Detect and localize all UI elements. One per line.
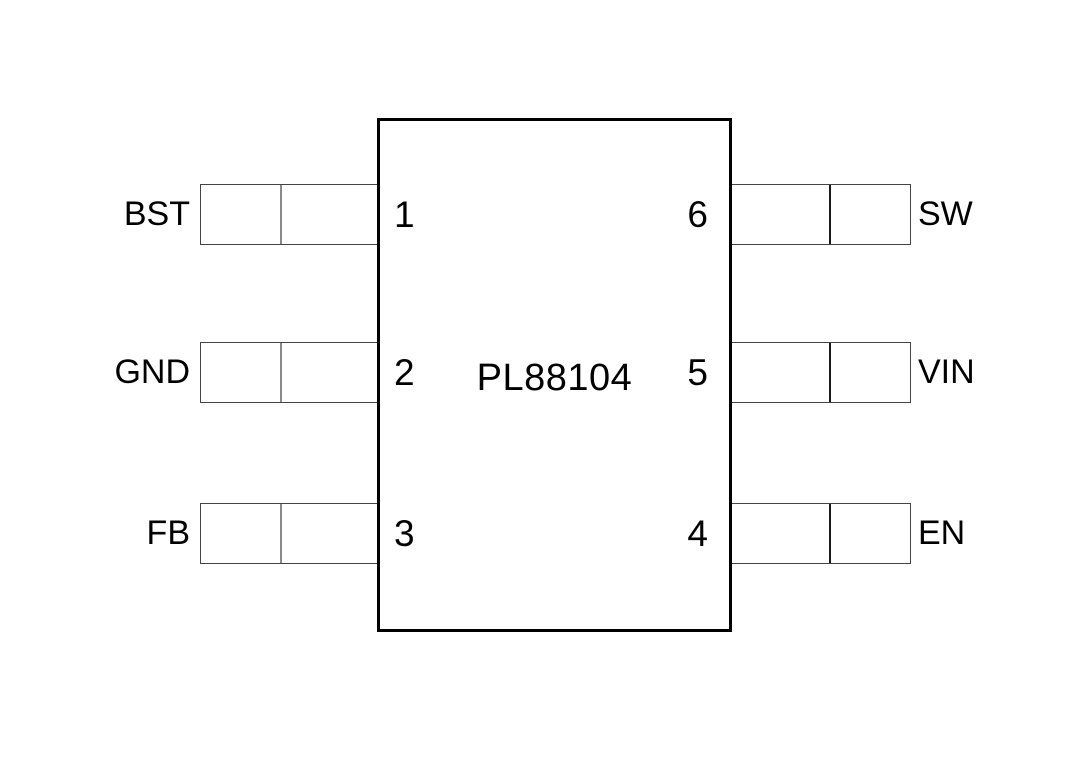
pin-pad bbox=[200, 503, 379, 564]
pin-number: 4 bbox=[687, 513, 708, 554]
pin-number: 2 bbox=[394, 352, 415, 393]
pin-row-fb: FB 3 bbox=[0, 503, 1080, 564]
pin-row-gnd: GND 2 bbox=[0, 342, 1080, 403]
pin-label: EN bbox=[918, 514, 966, 552]
pin-pad-divider bbox=[280, 343, 282, 402]
pin-pad bbox=[731, 503, 911, 564]
pin-number: 1 bbox=[394, 194, 415, 235]
pin-pad bbox=[200, 342, 379, 403]
chip-body bbox=[377, 118, 732, 632]
pin-pad-divider bbox=[829, 504, 831, 563]
pin-label: GND bbox=[114, 353, 190, 391]
pin-pad bbox=[731, 342, 911, 403]
pin-row-en: 4 EN bbox=[0, 503, 1080, 564]
pin-pad-divider bbox=[829, 343, 831, 402]
pin-label: SW bbox=[918, 195, 973, 233]
pin-pad-divider bbox=[829, 185, 831, 244]
pin-label: FB bbox=[146, 514, 190, 552]
pin-pad-divider bbox=[280, 504, 282, 563]
pin-label: BST bbox=[123, 195, 190, 233]
pin-pad bbox=[731, 184, 911, 245]
pin-label: VIN bbox=[918, 353, 975, 391]
pin-row-sw: 6 SW bbox=[0, 184, 1080, 245]
chip-title: PL88104 bbox=[476, 357, 633, 399]
pin-number: 6 bbox=[687, 194, 708, 235]
pin-number: 3 bbox=[394, 513, 415, 554]
pin-number: 5 bbox=[687, 352, 708, 393]
pin-pad bbox=[200, 184, 379, 245]
pin-pad-divider bbox=[280, 185, 282, 244]
